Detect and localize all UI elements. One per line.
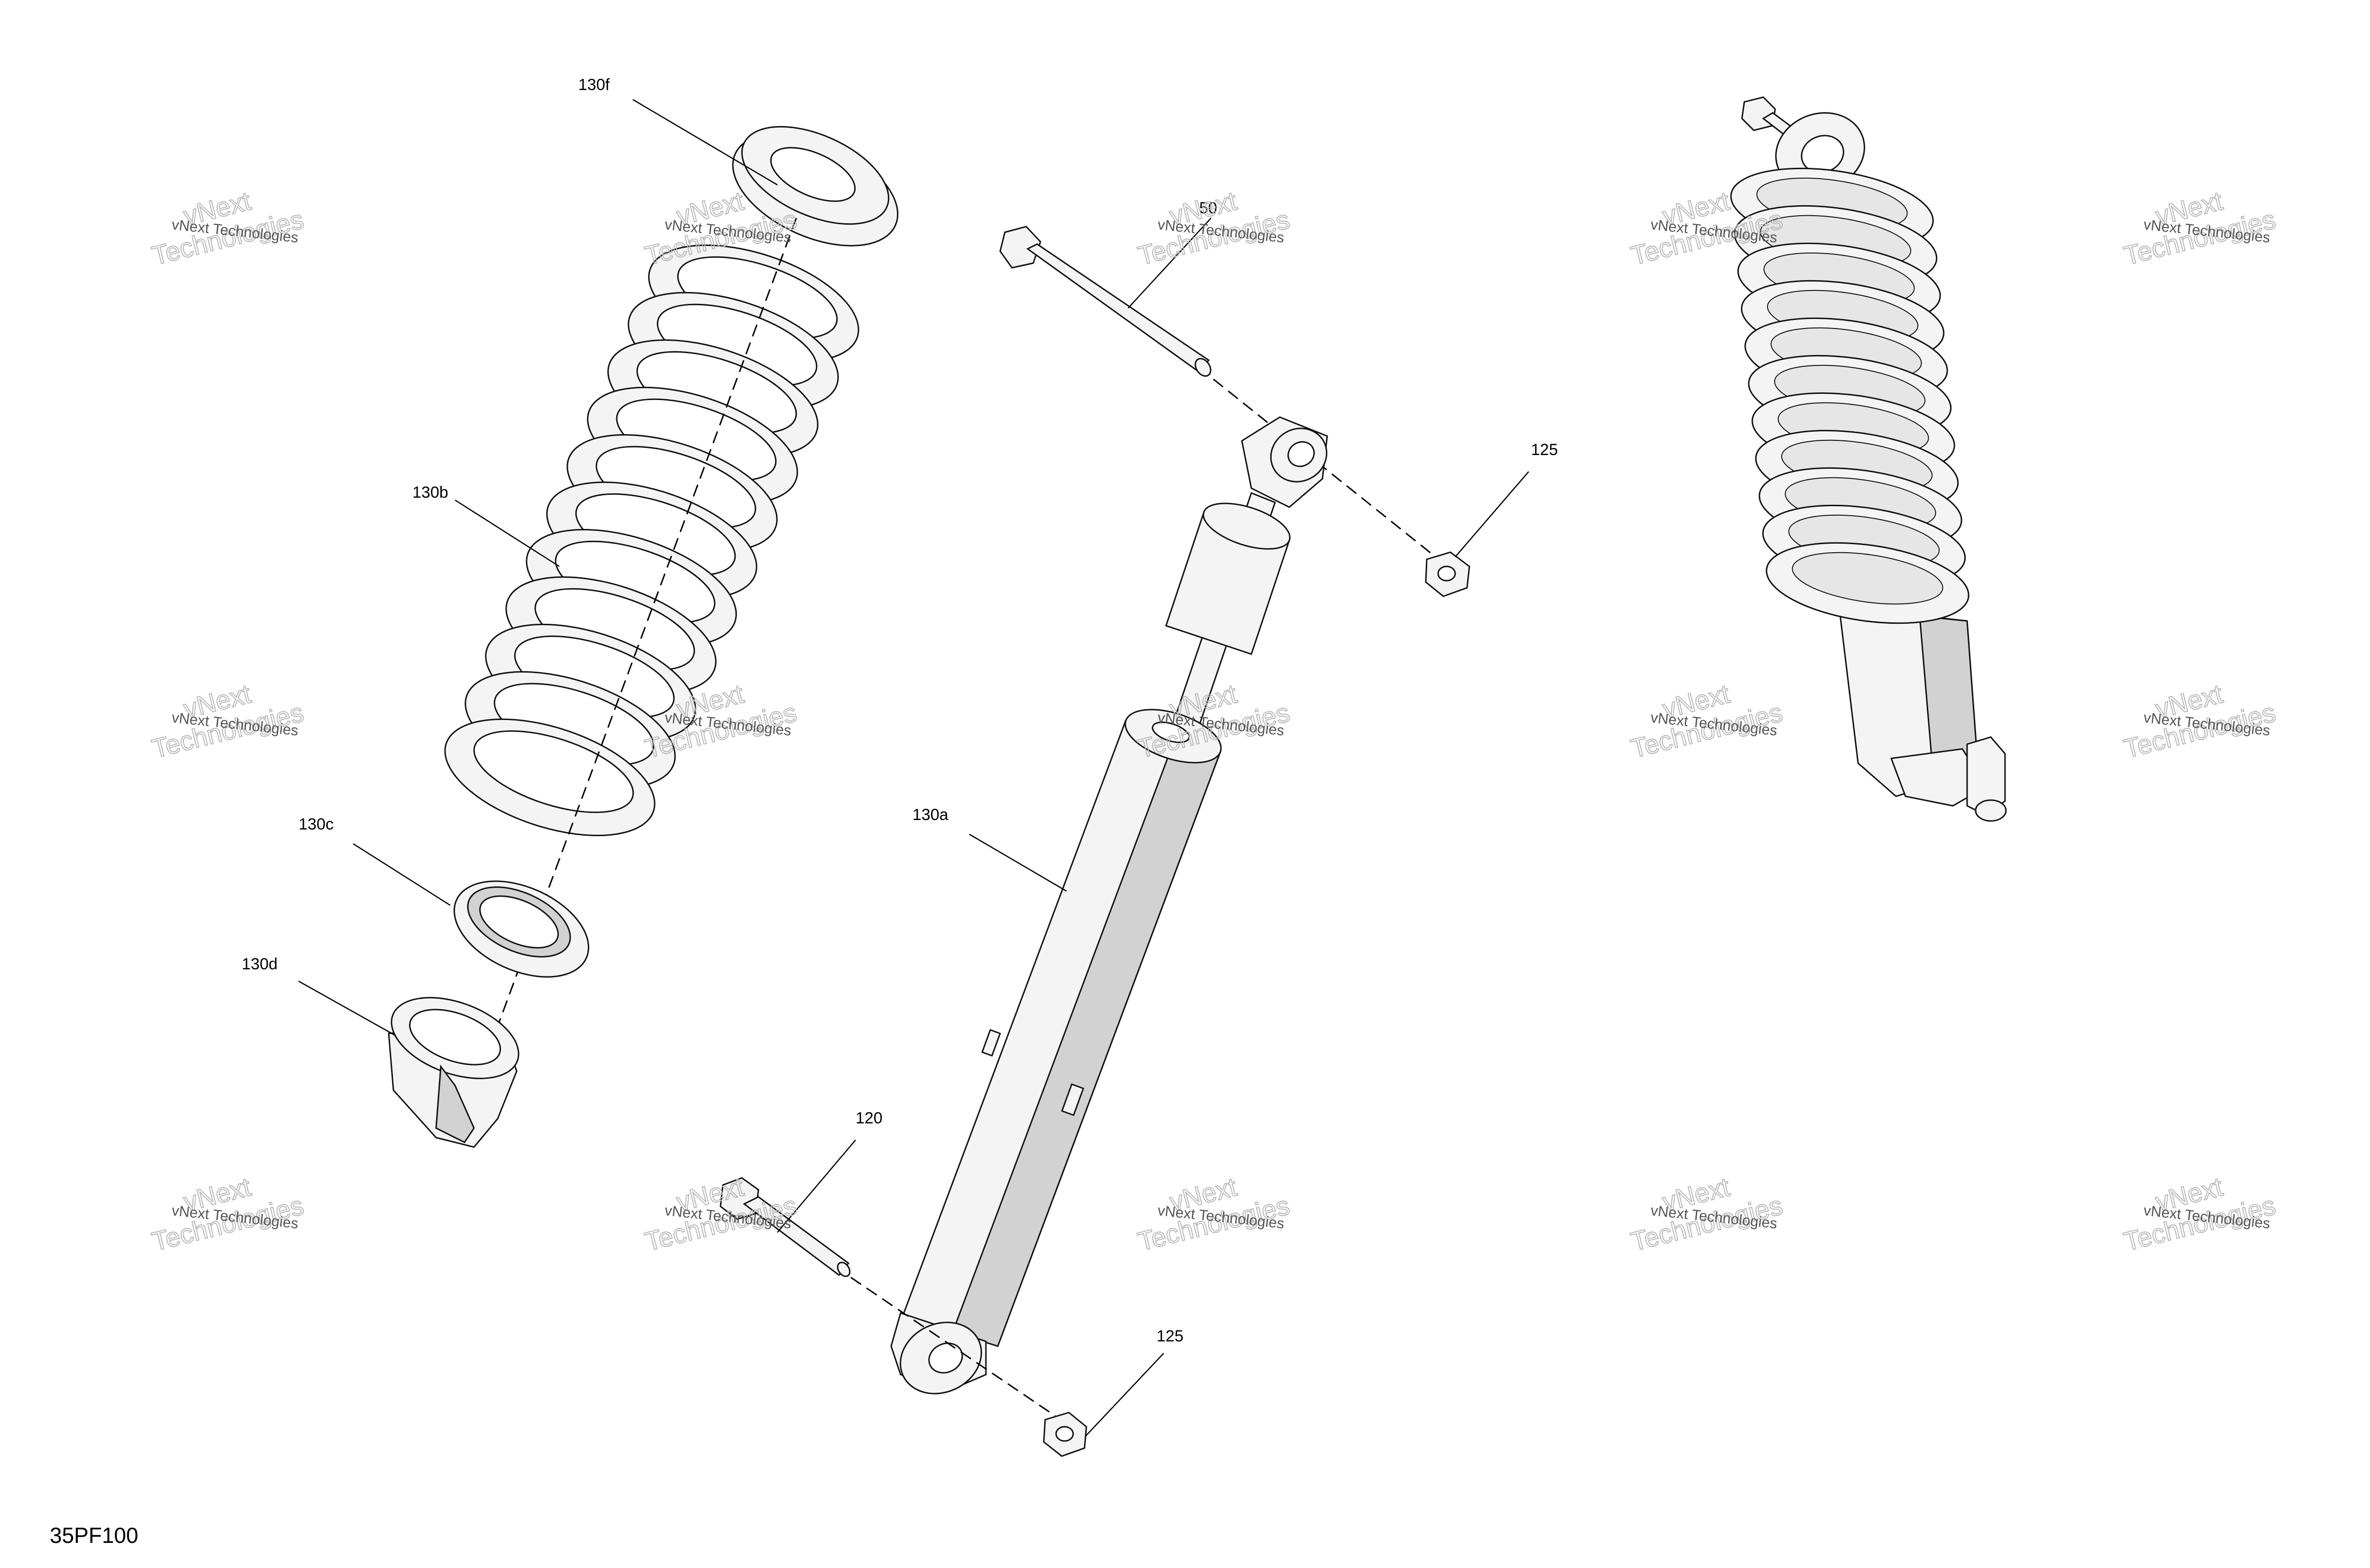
- callout-130d: 130d: [242, 955, 278, 973]
- figure-id: 35PF100: [50, 1523, 138, 1548]
- leader-lines: [298, 99, 1529, 1437]
- callout-125-top: 125: [1531, 441, 1558, 459]
- callout-50: 50: [1199, 199, 1217, 217]
- top-bolt-axis-line: [1213, 378, 1451, 570]
- callout-130b: 130b: [412, 483, 448, 501]
- bolt-50: [999, 226, 1212, 377]
- bolt-120: [720, 1177, 851, 1277]
- assembled-coil-spring: [1730, 167, 1969, 624]
- callout-130f: 130f: [578, 76, 610, 94]
- callout-130a: 130a: [912, 806, 948, 824]
- callout-125-bottom: 125: [1157, 1327, 1184, 1345]
- shock-absorber-130a: [890, 416, 1328, 1395]
- coil-spring-130b: [444, 244, 859, 837]
- preload-collar-130d: [388, 997, 520, 1148]
- spring-retainer-130f: [732, 126, 899, 246]
- spring-axis-line: [473, 218, 797, 1091]
- bottom-bolt-axis-line: [850, 1276, 1072, 1428]
- callout-130c: 130c: [299, 815, 334, 833]
- spring-seat-130c: [453, 880, 590, 978]
- nut-125-top: [1425, 551, 1470, 597]
- nut-125-bottom: [1043, 1412, 1087, 1457]
- callout-120: 120: [856, 1109, 883, 1127]
